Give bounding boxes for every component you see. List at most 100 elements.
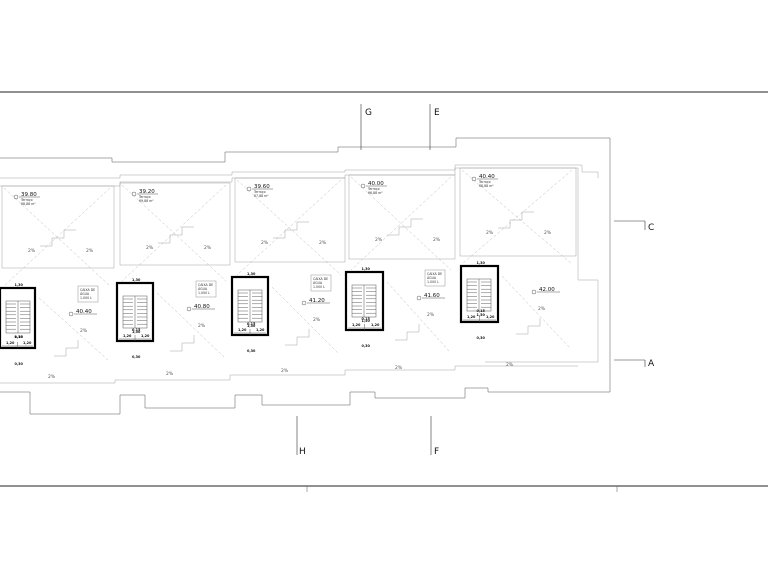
level-marker-icon <box>471 176 477 182</box>
roof-note: Terraço <box>253 190 266 194</box>
stair-dim-right: 1,20 <box>141 334 150 338</box>
slope-label: 2% <box>48 374 56 380</box>
stair-dim-landing: 1,50 <box>15 335 24 339</box>
roof-note: Terraço <box>138 195 151 199</box>
stair-dim-left: 1,20 <box>467 315 476 319</box>
water-tank-label-line: ÁGUA <box>80 291 90 296</box>
parapet-line <box>0 167 599 363</box>
stair-dim-right: 1,20 <box>256 328 265 332</box>
water-tank-label-line: CAIXA DE <box>313 277 328 281</box>
water-tank-label-line: CAIXA DE <box>427 272 442 276</box>
water-tank-label <box>310 274 332 292</box>
water-tank-label-line: 1.000 L <box>427 280 439 284</box>
grid-axis-g: G <box>360 104 372 150</box>
slope-line <box>3 187 111 287</box>
roof-level: 39.80 <box>21 192 37 198</box>
roof-area: 67,88 m² <box>254 194 269 198</box>
level-marker-icon <box>360 183 366 189</box>
grid-axis-f: F <box>430 416 439 457</box>
level-marker-icon <box>186 306 192 312</box>
roof-step-outline <box>285 329 310 346</box>
landing-level: 41.60 <box>424 293 440 299</box>
stair-dim-top: 1,30 <box>15 283 24 287</box>
slope-line <box>350 176 452 271</box>
roof-step-outline <box>54 340 79 357</box>
roof-step-outline <box>40 229 76 247</box>
slope-label: 2% <box>506 362 514 368</box>
roof-step-outline <box>395 324 420 341</box>
slope-label: 2% <box>486 230 494 236</box>
slope-label: 2% <box>198 323 206 329</box>
parapet-line-bottom <box>0 365 578 384</box>
slope-label: 2% <box>538 306 546 312</box>
stair-dim-mid: 0,15 <box>477 309 486 313</box>
roof-step-outline <box>498 211 534 229</box>
slope-label: 2% <box>80 328 88 334</box>
stair-dim-top: 1,30 <box>477 261 486 265</box>
landing-level: 41.20 <box>309 298 325 304</box>
slope-line <box>236 179 342 276</box>
terrace-area <box>119 182 231 266</box>
stair-dim-top: 1,30 <box>362 267 371 271</box>
level-marker-icon <box>131 191 137 197</box>
stair-dim-top: 1,30 <box>247 272 256 276</box>
stair-dim-landing: 1,50 <box>132 330 141 334</box>
roof-level: 40.00 <box>368 181 384 187</box>
terrace-area <box>459 167 577 257</box>
grid-label-h: H <box>299 447 306 457</box>
grid-axis-c: C <box>614 220 654 233</box>
roof-step-outline <box>273 221 309 239</box>
roof-level: 40.40 <box>479 174 495 180</box>
slope-label: 2% <box>433 237 441 243</box>
roof-outline-upper <box>0 137 611 370</box>
water-tank-label <box>424 269 446 287</box>
slope-line <box>156 292 225 358</box>
slope-label: 2% <box>544 230 552 236</box>
level-marker-icon <box>68 311 74 317</box>
slope-line <box>121 184 227 282</box>
stair-dim-landing: 1,50 <box>247 324 256 328</box>
level-marker-icon <box>301 300 307 306</box>
terrace-outline <box>0 164 599 179</box>
slope-line <box>350 176 452 271</box>
grid-axis-a: A <box>614 359 655 369</box>
grid-axis-e: E <box>429 104 440 150</box>
slope-label: 2% <box>319 240 327 246</box>
roof-area: 66,88 m² <box>368 191 383 195</box>
water-tank-label-line: 1.000 L <box>198 291 210 295</box>
stair-dim-bottom: 0,30 <box>477 336 486 340</box>
water-tank-label-line: 1.000 L <box>313 285 325 289</box>
roof-step-outline <box>516 318 541 335</box>
stair-dim-right: 1,20 <box>486 315 495 319</box>
slope-line <box>38 297 109 361</box>
roof-step-outline <box>170 335 195 352</box>
stair-dim-right: 1,20 <box>371 323 380 327</box>
slope-label: 2% <box>28 248 36 254</box>
roof-step-outline <box>387 218 423 236</box>
slope-line <box>501 275 571 349</box>
slope-label: 2% <box>204 245 212 251</box>
level-marker-icon <box>531 289 537 295</box>
roof-note: Terraço <box>367 187 380 191</box>
grid-label-a: A <box>648 359 655 369</box>
slope-line <box>461 169 573 265</box>
stair-dim-bottom: 0,30 <box>247 349 256 353</box>
slope-label: 2% <box>427 312 435 318</box>
level-marker-icon <box>416 295 422 301</box>
terrace-area <box>348 174 456 260</box>
slope-label: 2% <box>86 248 94 254</box>
landing-level: 42.00 <box>539 287 555 293</box>
terrace-area <box>234 177 346 263</box>
grid-label-c: C <box>648 223 654 233</box>
landing-level: 40.80 <box>194 304 210 310</box>
roof-level: 39.60 <box>254 184 270 190</box>
stair-dim-left: 1,20 <box>123 334 132 338</box>
stair-dim-right: 1,20 <box>23 341 32 345</box>
roof-area: 68,88 m² <box>479 184 494 188</box>
slope-label: 2% <box>281 368 289 374</box>
water-tank-label-line: ÁGUA <box>313 280 323 285</box>
